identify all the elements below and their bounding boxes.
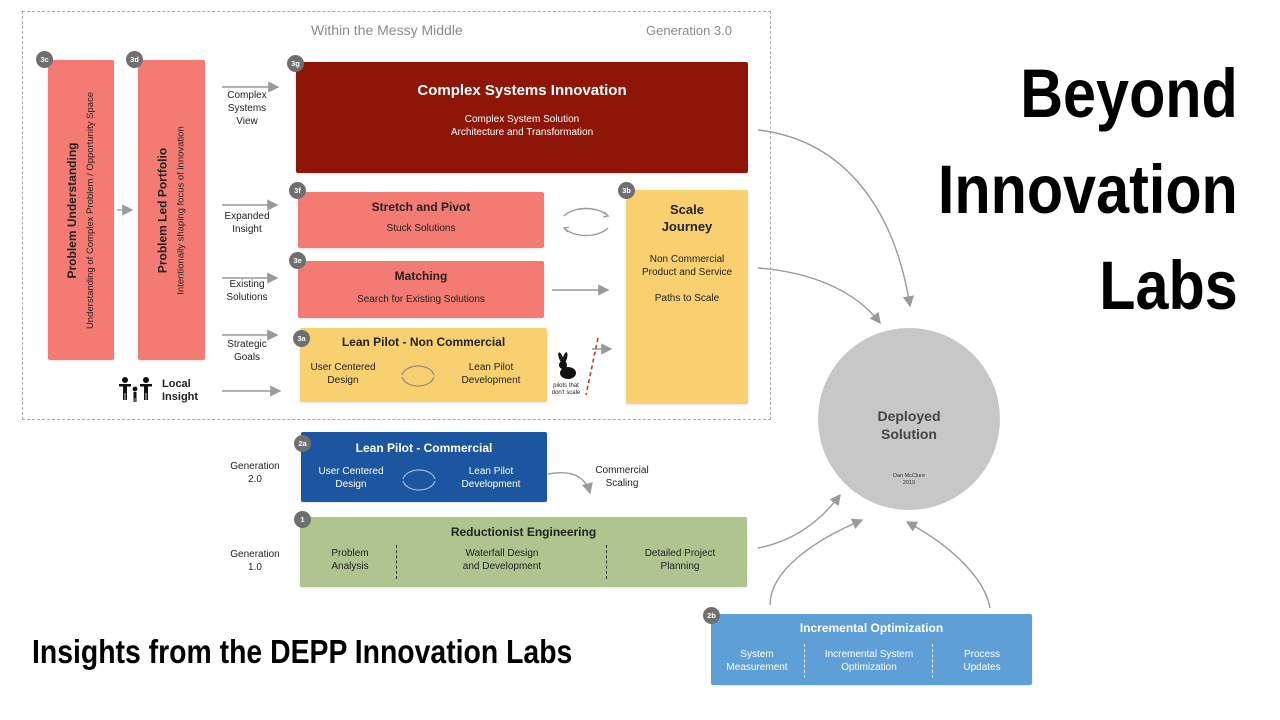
reductionist-divider-1	[396, 545, 397, 579]
rabbit-icon	[558, 352, 576, 379]
messy-middle-label: Within the Messy Middle	[311, 22, 463, 38]
scale-journey-paths: Paths to Scale	[654, 293, 720, 304]
badge-1: 1	[294, 511, 311, 528]
cycle-arrows-icon	[562, 207, 610, 237]
badge-3e: 3e	[289, 252, 306, 269]
lean-pilot-c-title: Lean Pilot - Commercial	[355, 441, 493, 455]
lean-pilot-c-cycle-icon	[402, 469, 436, 491]
slide-subtitle: Insights from the DEPP Innovation Labs	[32, 633, 573, 670]
lean-pilot-non-commercial-box: Lean Pilot - Non Commercial User Centere…	[300, 328, 547, 402]
problem-understanding-box: Problem Understanding Understanding of C…	[48, 60, 114, 360]
slide-title: Beyond Innovation Labs	[938, 46, 1238, 334]
existing-solutions-label: Existing Solutions	[226, 279, 268, 303]
complex-systems-line-1: Complex System Solution	[464, 114, 580, 125]
title-line-3: Labs	[1099, 247, 1238, 324]
badge-2a: 2a	[294, 435, 311, 452]
messy-middle-frame	[22, 11, 771, 420]
incremental-divider-2	[932, 644, 933, 678]
matching-sub: Search for Existing Solutions	[357, 294, 485, 305]
problem-led-portfolio-title: Problem Led Portfolio	[156, 147, 171, 273]
matching-title: Matching	[394, 269, 448, 283]
strategic-goals-label: Strategic Goals	[227, 339, 267, 363]
reductionist-title: Reductionist Engineering	[450, 525, 597, 539]
generation-3-label: Generation 3.0	[646, 23, 733, 38]
badge-2b: 2b	[703, 607, 720, 624]
badge-3f: 3f	[289, 182, 306, 199]
expanded-insight-label: Expanded Insight	[224, 211, 270, 235]
badge-3c: 3c	[36, 51, 53, 68]
local-insight-label: Local Insight	[162, 378, 199, 403]
complex-systems-innovation-box: Complex Systems Innovation Complex Syste…	[296, 62, 748, 173]
badge-3g: 3g	[287, 55, 304, 72]
problem-led-portfolio-subtitle: Intentionally shaping focus of innovatio…	[176, 125, 188, 295]
stretch-pivot-sub: Stuck Solutions	[386, 223, 456, 234]
complex-systems-view-label: Complex Systems View	[227, 90, 267, 127]
complex-systems-line-2: Architecture and Transformation	[450, 127, 594, 138]
problem-led-portfolio-box: Problem Led Portfolio Intentionally shap…	[138, 60, 205, 360]
reductionist-divider-2	[606, 545, 607, 579]
matching-box: Matching Search for Existing Solutions	[298, 261, 544, 318]
badge-3b: 3b	[618, 182, 635, 199]
stretch-and-pivot-box: Stretch and Pivot Stuck Solutions	[298, 192, 544, 248]
badge-3d: 3d	[126, 51, 143, 68]
incremental-title: Incremental Optimization	[799, 621, 944, 635]
lean-pilot-nc-cycle-icon	[401, 365, 435, 387]
title-line-1: Beyond	[1020, 55, 1238, 132]
title-line-2: Innovation	[938, 151, 1238, 228]
problem-understanding-title: Problem Understanding	[65, 141, 80, 279]
lean-pilot-nc-title: Lean Pilot - Non Commercial	[341, 335, 506, 349]
badge-3a: 3a	[293, 330, 310, 347]
stretch-pivot-title: Stretch and Pivot	[371, 200, 471, 214]
incremental-divider-1	[804, 644, 805, 678]
people-icon	[119, 377, 152, 402]
problem-understanding-subtitle: Understanding of Complex Problem / Oppor…	[85, 91, 97, 329]
complex-systems-title: Complex Systems Innovation	[417, 82, 627, 99]
